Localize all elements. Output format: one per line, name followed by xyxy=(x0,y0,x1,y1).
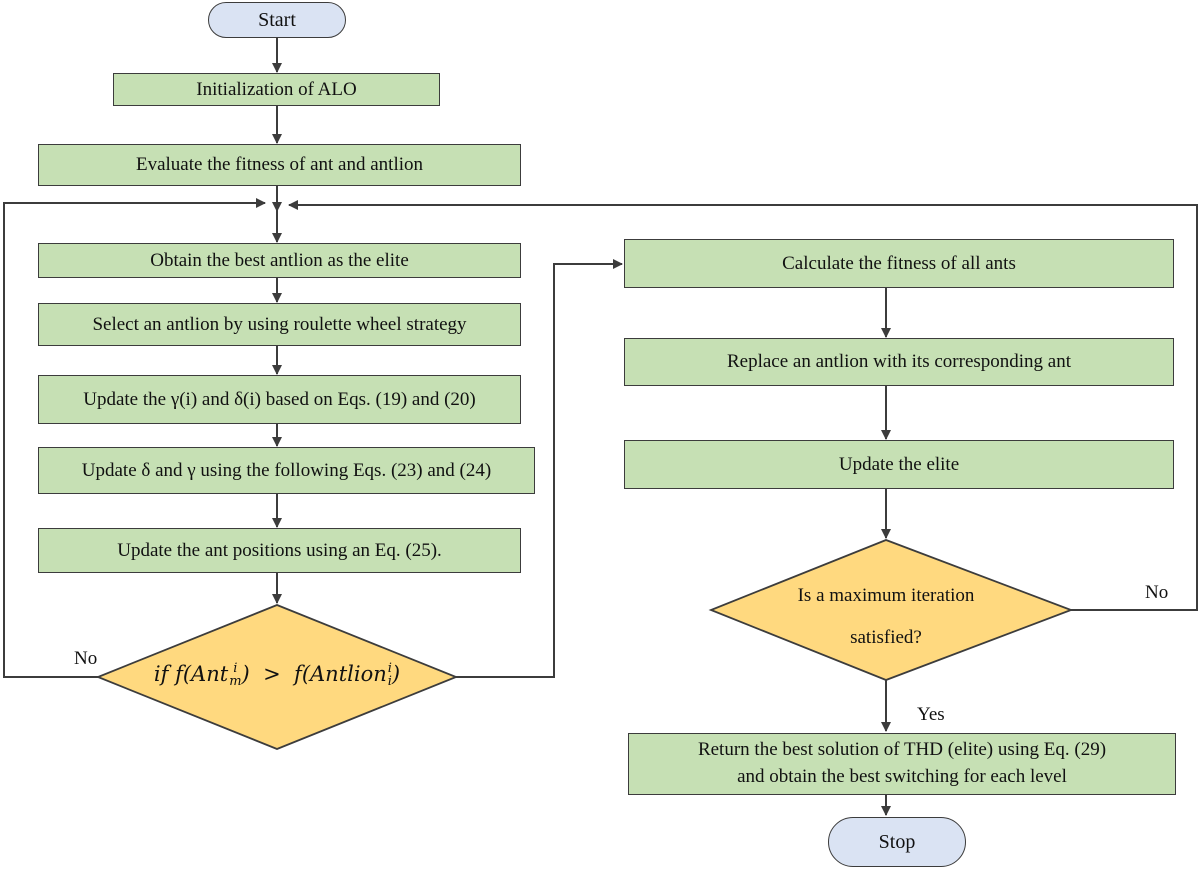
calc-fitness-label: Calculate the fitness of all ants xyxy=(782,252,1016,274)
evaluate-label: Evaluate the fitness of ant and antlion xyxy=(135,154,424,176)
return-line1: Return the best solution of THD (elite) … xyxy=(697,739,1107,761)
replace-antlion-box: Replace an antlion with its correspondin… xyxy=(624,338,1174,386)
init-box: Initialization of ALO xyxy=(113,73,440,106)
loop-left-no xyxy=(3,198,266,678)
no-label-left: No xyxy=(74,648,98,669)
select-box: Select an antlion by using roulette whee… xyxy=(38,303,521,346)
return-line2: and obtain the best switching for each l… xyxy=(737,766,1067,787)
loop-right-no xyxy=(288,200,1198,611)
update-positions-box: Update the ant positions using an Eq. (2… xyxy=(38,528,521,573)
evaluate-box: Evaluate the fitness of ant and antlion xyxy=(38,144,521,186)
stop-terminal: Stop xyxy=(828,817,966,867)
decision-diamond-left xyxy=(95,604,459,750)
replace-antlion-label: Replace an antlion with its correspondin… xyxy=(726,351,1072,373)
decision-text-right-line1: Is a maximum iteration xyxy=(797,585,975,606)
update-delta-gamma-box: Update δ and γ using the following Eqs. … xyxy=(38,447,535,494)
elite-box: Obtain the best antlion as the elite xyxy=(38,243,521,278)
update-delta-gamma-label: Update δ and γ using the following Eqs. … xyxy=(81,459,492,481)
no-label-right: No xyxy=(1145,582,1169,603)
calc-fitness-box: Calculate the fitness of all ants xyxy=(624,239,1174,288)
start-label: Start xyxy=(258,8,296,31)
update-gamma-delta-label: Update the γ(i) and δ(i) based on Eqs. (… xyxy=(83,388,476,410)
update-elite-label: Update the elite xyxy=(838,453,960,475)
decision-text-right-line2: satisfied? xyxy=(850,627,922,648)
yes-label: Yes xyxy=(917,704,945,725)
update-positions-label: Update the ant positions using an Eq. (2… xyxy=(117,539,442,561)
elite-label: Obtain the best antlion as the elite xyxy=(150,249,409,271)
return-solution-box: Return the best solution of THD (elite) … xyxy=(628,733,1176,795)
init-label: Initialization of ALO xyxy=(196,78,357,100)
update-gamma-delta-box: Update the γ(i) and δ(i) based on Eqs. (… xyxy=(38,375,521,424)
update-elite-box: Update the elite xyxy=(624,440,1174,489)
start-terminal: Start xyxy=(208,2,346,38)
arrow-decision-to-calc xyxy=(456,259,623,678)
stop-label: Stop xyxy=(878,830,916,853)
decision-diamond-right xyxy=(708,539,1074,681)
select-label: Select an antlion by using roulette whee… xyxy=(92,313,467,335)
